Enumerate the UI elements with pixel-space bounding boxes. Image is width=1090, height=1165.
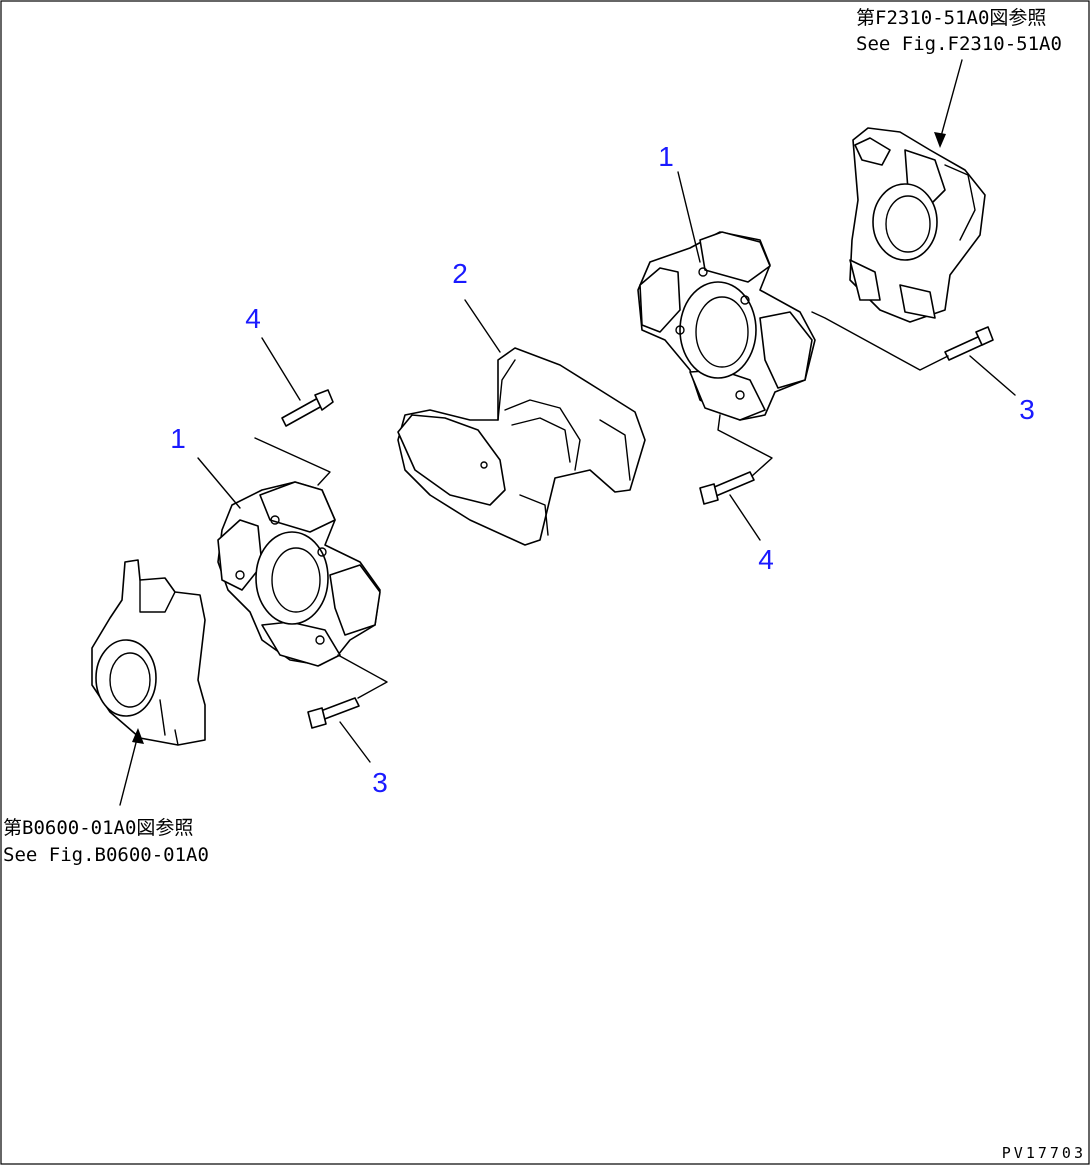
reference-top-right-en: See Fig.F2310-51A0 [856, 33, 1062, 55]
leader-1-right [677, 171, 701, 263]
guide-line-3-left [337, 654, 388, 699]
callout-2: 2 [452, 258, 468, 289]
leader-3-right [969, 355, 1016, 396]
callout-1-right: 1 [658, 141, 674, 172]
arrowhead-top-right [934, 132, 946, 148]
leader-1-left [197, 457, 241, 509]
leader-arrow-bottom-left [119, 734, 139, 806]
bolt-4-right [699, 471, 755, 505]
coupling-right [637, 231, 816, 421]
reference-bottom-left-jp: 第B0600-01A0図参照 [3, 817, 193, 839]
flange-yoke-bottom-left [91, 559, 206, 746]
reference-bottom-left-en: See Fig.B0600-01A0 [3, 844, 209, 866]
reference-top-right-jp: 第F2310-51A0図参照 [856, 7, 1046, 29]
bolt-3-left [307, 697, 360, 729]
bolt-4-left [281, 389, 334, 427]
leader-2 [464, 299, 501, 353]
bolt-3-right [944, 326, 994, 361]
leader-arrow-top-right [939, 59, 963, 141]
flange-yoke-top-right [849, 127, 986, 323]
callout-4-left: 4 [245, 303, 261, 334]
leader-4-left [261, 337, 301, 401]
guide-line-4-left [254, 437, 331, 486]
callout-3-left: 3 [372, 767, 388, 798]
arrowhead-bottom-left [132, 728, 144, 744]
leader-4-right [729, 494, 761, 541]
spacer-shaft [397, 347, 646, 546]
guide-line-4-right [717, 414, 773, 477]
leader-3-left [339, 721, 371, 763]
callout-3-right: 3 [1019, 394, 1035, 425]
callout-4-right: 4 [758, 544, 774, 575]
callout-1-left: 1 [170, 423, 186, 454]
coupling-left [217, 481, 381, 667]
drawing-code: PV17703 [1002, 1144, 1086, 1162]
guide-line-3-right [811, 311, 949, 371]
